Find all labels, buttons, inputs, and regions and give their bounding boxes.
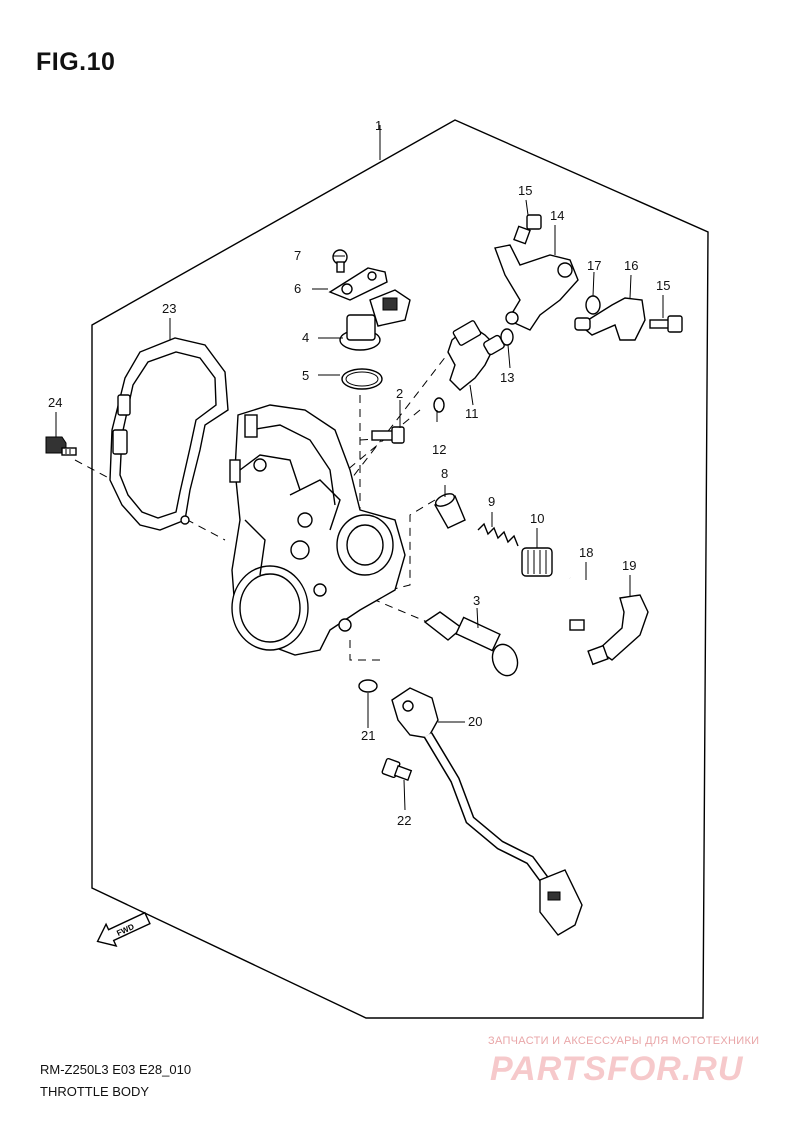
part-13-o-ring	[500, 328, 514, 346]
callout-16: 16	[624, 258, 638, 273]
callout-18: 18	[579, 545, 593, 560]
part-7-screw	[332, 249, 348, 273]
callout-23: 23	[162, 301, 176, 316]
callout-5: 5	[302, 368, 309, 383]
part-11-injector	[447, 320, 505, 391]
callout-4: 4	[302, 330, 309, 345]
part-14-bracket	[494, 244, 579, 331]
part-18-hose	[568, 575, 602, 631]
callout-labels: 1 2 3 4 5 6 7 8 9 10 11 12 13 14 15 15 1…	[48, 118, 670, 828]
part-15-bolt-right	[649, 315, 683, 333]
callout-19: 19	[622, 558, 636, 573]
part-3-idle-screw	[423, 611, 519, 677]
part-15-bolt-upper	[513, 214, 542, 245]
callout-22: 22	[397, 813, 411, 828]
throttle-body-assembly	[229, 404, 406, 656]
part-16-fitting	[574, 297, 646, 341]
part-23-throttle-cover	[109, 337, 229, 531]
part-8-plunger	[434, 493, 466, 529]
assembly-boundary	[91, 119, 709, 1019]
callout-11: 11	[465, 406, 479, 421]
callout-6: 6	[294, 281, 301, 296]
callout-1: 1	[375, 118, 382, 133]
part-6-plate	[328, 267, 388, 301]
callout-20: 20	[468, 714, 482, 729]
fwd-arrow-icon: FWD	[96, 911, 151, 947]
section-title: THROTTLE BODY	[40, 1084, 150, 1099]
callout-2: 2	[396, 386, 403, 401]
watermark-logo: PARTSFOR.RU	[490, 1050, 744, 1088]
callout-9: 9	[488, 494, 495, 509]
part-9-spring	[477, 522, 519, 547]
part-12-o-ring	[433, 397, 445, 413]
model-code: RM-Z250L3 E03 E28_010	[40, 1062, 192, 1077]
callout-15b: 15	[656, 278, 670, 293]
callout-10: 10	[530, 511, 544, 526]
callout-21: 21	[361, 728, 375, 743]
callout-3: 3	[473, 593, 480, 608]
part-22-bolt	[381, 757, 413, 781]
part-20-sensor-harness	[391, 687, 583, 936]
callout-17: 17	[587, 258, 601, 273]
callout-15a: 15	[518, 183, 532, 198]
watermark-tagline: ЗАПЧАСТИ И АКСЕССУАРЫ ДЛЯ МОТОТЕХНИКИ	[488, 1035, 760, 1047]
part-10-nut	[521, 547, 553, 577]
part-19-elbow	[587, 594, 649, 666]
part-17-o-ring	[585, 295, 601, 315]
callout-24: 24	[48, 395, 62, 410]
callout-7: 7	[294, 248, 301, 263]
part-24-bolt	[45, 436, 77, 456]
part-21-o-ring	[358, 679, 378, 693]
part-2-screw	[371, 426, 405, 444]
callout-12: 12	[432, 442, 446, 457]
callout-8: 8	[441, 466, 448, 481]
part-5-o-ring	[341, 368, 383, 390]
callout-13: 13	[500, 370, 514, 385]
figure-title: FIG.10	[36, 48, 116, 76]
leader-lines	[55, 125, 664, 811]
callout-14: 14	[550, 208, 564, 223]
part-4-sensor	[339, 289, 411, 351]
